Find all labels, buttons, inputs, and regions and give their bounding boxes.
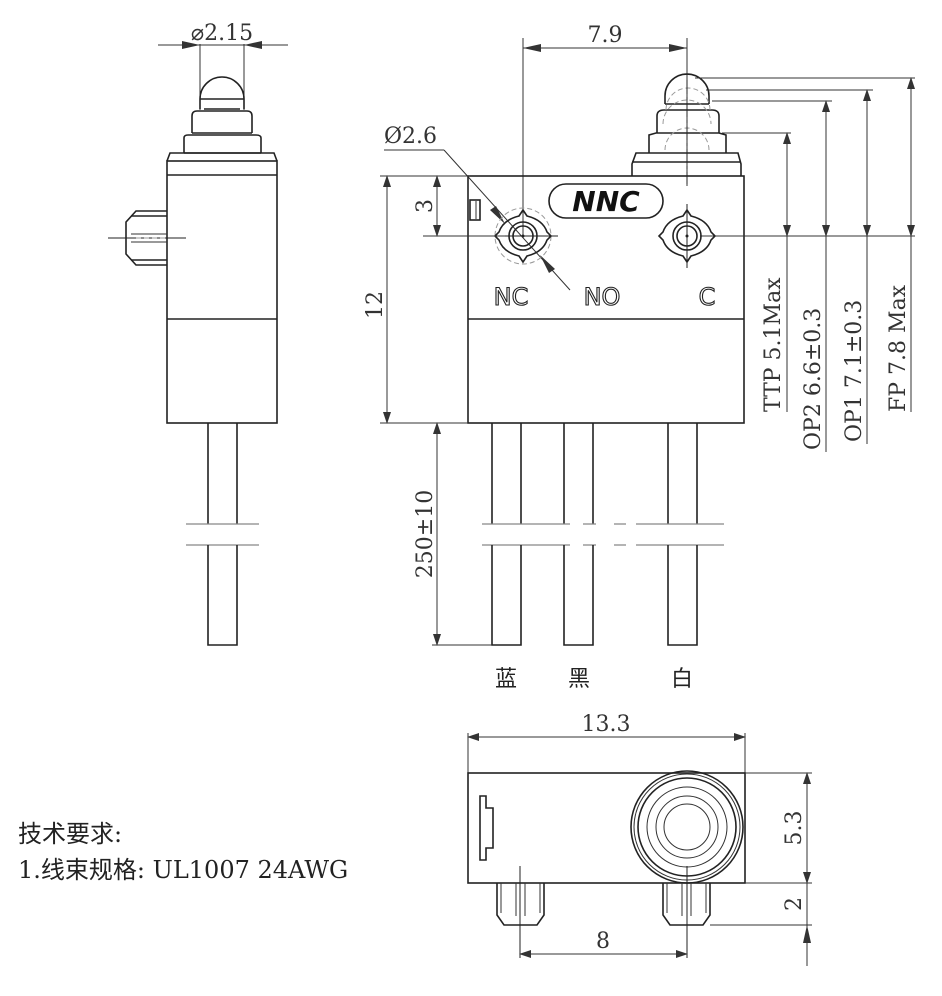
- bottom-width-label: 13.3: [582, 712, 631, 737]
- wire-color-blue: 蓝: [495, 667, 517, 692]
- spec-fp: FP 7.8 Max: [886, 284, 911, 412]
- body-height-label: 12: [363, 291, 388, 319]
- label-no: NO: [584, 283, 621, 311]
- notes-heading: 技术要求:: [18, 820, 123, 848]
- terminal-offset-label: 3: [413, 199, 438, 213]
- plunger-diameter-label: ⌀2.15: [191, 21, 253, 46]
- notes-item-1: 1.线束规格: UL1007 24AWG: [18, 856, 349, 884]
- wire-stub-label: 2: [782, 897, 807, 911]
- spec-op2: OP2 6.6±0.3: [801, 308, 826, 450]
- pin-pitch-label: 7.9: [588, 23, 623, 48]
- label-c: C: [699, 283, 716, 311]
- terminal-diameter-label: Ø2.6: [384, 124, 437, 149]
- terminal-nc: [488, 207, 558, 265]
- spec-op1: OP1 7.1±0.3: [842, 300, 867, 442]
- brand-logo: NNC: [572, 185, 640, 218]
- wires: [482, 423, 724, 646]
- plunger-dome: [199, 76, 245, 109]
- spec-ttp: TTP 5.1Max: [761, 277, 786, 412]
- label-nc: NC: [494, 283, 529, 311]
- bottom-body: [467, 772, 746, 884]
- wire-pitch-label: 8: [596, 929, 610, 954]
- logo-badge: [548, 183, 664, 219]
- terminal-c: [657, 204, 717, 268]
- side-body: [166, 160, 278, 424]
- bottom-depth-label: 5.3: [782, 811, 807, 846]
- wire-color-black: 黑: [568, 667, 590, 692]
- wire-color-white: 白: [671, 667, 693, 692]
- bottom-view: 13.3 8 5.3 2: [467, 712, 812, 966]
- front-body: [467, 175, 745, 424]
- wire-length-label: 250±10: [413, 490, 438, 578]
- front-view: 7.9 Ø2.6: [363, 23, 915, 692]
- side-wire: [207, 545, 238, 646]
- side-view: ⌀2.15: [108, 21, 288, 646]
